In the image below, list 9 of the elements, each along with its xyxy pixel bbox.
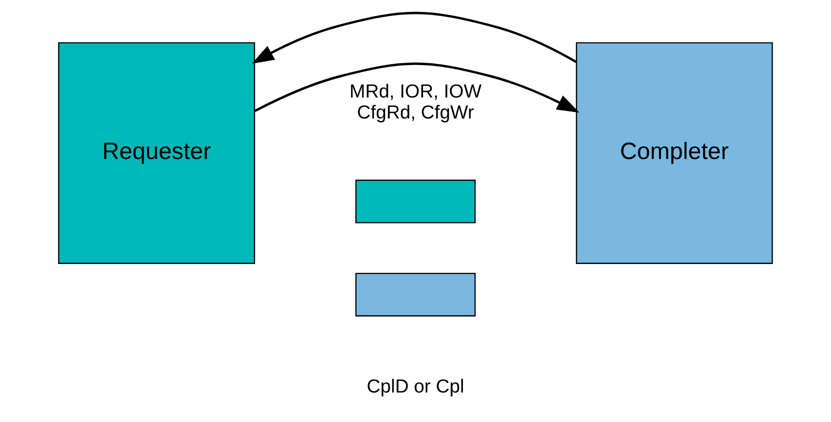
arrow — [252, 12, 577, 64]
node-label: CfgRd, CfgWr — [356, 102, 474, 123]
arrow — [254, 62, 580, 113]
node-box — [355, 180, 476, 224]
node-label: CplD or Cpl — [366, 375, 464, 396]
node-box: Requester — [58, 42, 256, 264]
node-label: MRd, IOR, IOW — [349, 80, 482, 102]
node-box: Completer — [576, 42, 773, 264]
node-box — [355, 272, 476, 316]
